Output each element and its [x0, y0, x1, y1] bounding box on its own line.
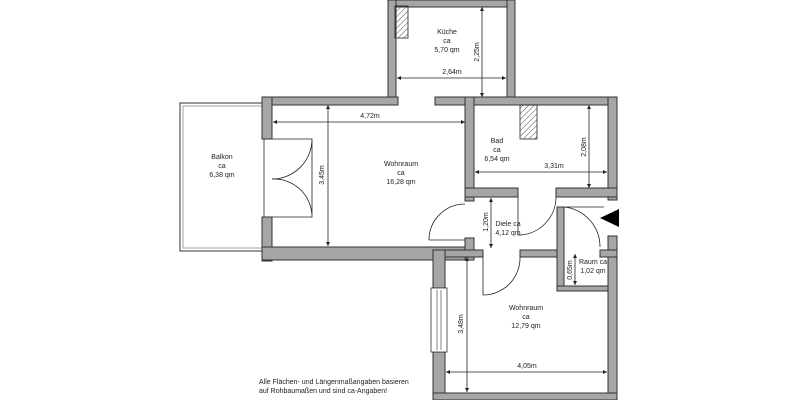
room-ca: ca	[443, 38, 451, 45]
shaft-bath	[519, 104, 538, 140]
note-line-1: Alle Flächen- und Längenmaßangaben basie…	[259, 379, 409, 386]
room-balkon: Balkon ca 6,38 qm	[209, 154, 234, 179]
room-name: Diele ca	[495, 221, 520, 228]
dim-height: 2,08m	[581, 137, 588, 157]
room-area: 5,70 qm	[434, 47, 459, 54]
room-raum: Raum ca 1,02 qm 0,65m	[567, 259, 607, 280]
dimension-lines	[273, 7, 607, 392]
room-area: 6,54 qm	[484, 156, 509, 163]
room-diele: Diele ca 4,12 qm 1,20m	[483, 212, 521, 237]
room-ca: ca	[493, 147, 501, 154]
room-ca: ca	[397, 170, 405, 177]
room-wohnraum-1: Wohnraum ca 16,28 qm 4,72m 3,45m	[319, 113, 418, 186]
room-name: Raum ca	[579, 259, 607, 266]
entrance-arrow-icon	[600, 209, 619, 227]
room-area: 1,02 qm	[580, 268, 605, 275]
room-wohnraum-2: Wohnraum ca 12,79 qm 4,05m 3,48m	[458, 305, 543, 370]
room-area: 16,28 qm	[386, 179, 415, 186]
room-ca: ca	[522, 314, 530, 321]
balcony	[179, 102, 265, 252]
dim-width: 4,72m	[360, 113, 380, 120]
room-bad: Bad ca 6,54 qm 3,31m 2,08m	[484, 137, 588, 170]
dim-height: 3,48m	[458, 314, 465, 334]
doors	[271, 138, 604, 296]
window	[430, 287, 448, 353]
dim-height: 2,25m	[474, 42, 481, 62]
dim-width: 3,31m	[544, 163, 564, 170]
room-name: Bad	[491, 138, 504, 145]
room-name: Balkon	[211, 154, 233, 161]
dim-height: 3,45m	[319, 165, 326, 185]
disclaimer-note: Alle Flächen- und Längenmaßangaben basie…	[259, 379, 409, 395]
room-name: Küche	[437, 29, 457, 36]
room-name: Wohnraum	[509, 305, 543, 312]
room-name: Wohnraum	[384, 161, 418, 168]
dim-height: 0,65m	[567, 260, 574, 280]
room-ca: ca	[218, 163, 226, 170]
room-kueche: Küche ca 5,70 qm 2,64m 2,25m	[434, 29, 481, 76]
shaft-kitchen	[394, 5, 409, 39]
walls	[261, 0, 618, 400]
room-area: 4,12 qm	[495, 230, 520, 237]
dim-width: 4,05m	[517, 363, 537, 370]
room-area: 12,79 qm	[511, 323, 540, 330]
dim-width: 2,64m	[442, 69, 462, 76]
dim-height: 1,20m	[483, 212, 490, 232]
note-line-2: auf Rohbaumaßen und sind ca-Angaben!	[259, 388, 387, 395]
room-area: 6,38 qm	[209, 172, 234, 179]
